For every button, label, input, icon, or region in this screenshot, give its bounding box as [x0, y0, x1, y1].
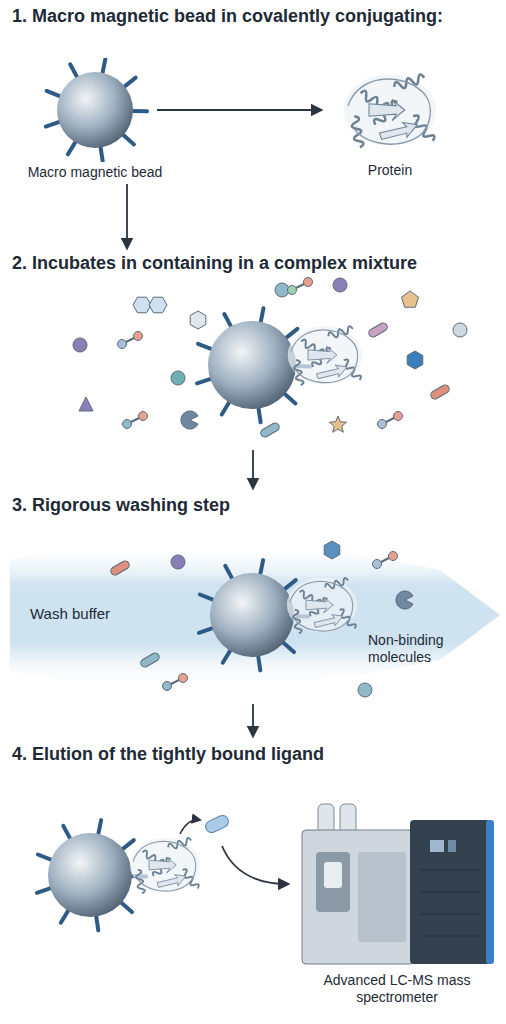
small-molecule — [109, 560, 130, 577]
bead-spike — [98, 820, 101, 836]
protein-structure — [130, 837, 200, 894]
flow-arrow — [252, 704, 254, 736]
callout-label: Non-binding molecules — [368, 632, 480, 666]
small-molecule — [358, 683, 372, 697]
wash-flow — [10, 542, 500, 688]
bead-spike — [224, 314, 232, 328]
magnetic-bead — [57, 72, 133, 148]
node-label: Macro magnetic bead — [20, 164, 170, 181]
bead-spike — [260, 308, 263, 324]
small-molecule — [123, 412, 148, 429]
bead-spike — [70, 64, 78, 78]
bead-spike — [100, 146, 102, 162]
bead-spike — [225, 566, 233, 580]
protein-structure — [288, 326, 363, 386]
small-molecule — [396, 591, 413, 609]
small-molecule — [378, 412, 403, 429]
component-node: Protein — [320, 60, 460, 179]
magnetic-bead — [208, 321, 296, 409]
small-molecule — [429, 384, 450, 401]
bead-spike — [121, 840, 134, 850]
small-molecule — [407, 351, 423, 369]
small-molecule — [79, 397, 93, 411]
step-heading: 3. Rigorous washing step — [12, 495, 498, 517]
mixture-scene — [73, 278, 467, 439]
connector-arrow — [157, 109, 321, 111]
small-molecule — [139, 652, 160, 669]
bead-spike — [258, 407, 260, 423]
wash-label: Wash buffer — [30, 605, 150, 623]
small-molecule — [324, 541, 340, 559]
small-molecule — [259, 422, 280, 439]
wash-scene — [10, 541, 500, 697]
node-label: Advanced LC-MS mass spectrometer — [292, 972, 502, 1006]
bead-spike — [223, 649, 231, 663]
mass-spectrometer — [302, 804, 494, 964]
small-molecule — [288, 278, 313, 295]
bead-spike — [283, 393, 295, 404]
elution-scene — [37, 813, 288, 930]
protein-structure — [344, 74, 436, 148]
step-heading: 1. Macro magnetic bead in covalently con… — [12, 6, 498, 28]
small-molecule — [171, 371, 185, 385]
small-molecule — [275, 283, 289, 297]
bead-spike — [120, 901, 132, 912]
bead-spike — [46, 121, 61, 126]
small-molecule — [367, 322, 388, 339]
bead-spike — [123, 78, 136, 88]
bead-spike — [198, 344, 213, 350]
bead-spike — [197, 378, 212, 383]
small-molecule — [73, 338, 87, 352]
node-shape — [35, 58, 155, 162]
transfer-arrow — [222, 846, 288, 884]
instrument-node: Advanced LC-MS mass spectrometer — [292, 800, 502, 1006]
magnetic-bead — [48, 833, 132, 917]
small-molecule — [190, 311, 206, 329]
protein-structure — [287, 577, 357, 634]
small-molecule — [329, 416, 346, 432]
bead-spike — [102, 59, 105, 75]
bead-spike — [258, 655, 260, 671]
small-molecule — [401, 291, 418, 307]
node-shape — [325, 60, 455, 160]
small-molecule — [163, 674, 188, 691]
small-molecule — [181, 411, 198, 429]
component-node: Macro magnetic bead — [20, 58, 170, 181]
bead-spike — [68, 141, 76, 155]
flow-arrow — [252, 450, 254, 488]
bead-spike — [282, 641, 294, 652]
small-molecule — [333, 278, 347, 292]
small-molecule — [453, 323, 467, 337]
bead-spike — [222, 401, 230, 415]
bead-spike — [38, 855, 53, 861]
bead-spike — [37, 888, 52, 893]
bead-spike — [96, 915, 98, 931]
release-arrow — [180, 820, 200, 834]
node-label: Protein — [320, 162, 460, 179]
eluted-ligand — [204, 813, 231, 834]
bead-spike — [200, 595, 215, 601]
bead-spike — [131, 109, 147, 113]
bead-spike — [260, 560, 263, 576]
magnetic-bead — [210, 573, 294, 657]
bead-spike — [47, 91, 62, 97]
bead-spike — [61, 909, 69, 923]
bead-spike — [63, 826, 71, 840]
bead-spike — [122, 134, 134, 145]
flow-arrow — [126, 184, 128, 248]
small-molecule — [118, 332, 143, 349]
step-heading: 2. Incubates in containing in a complex … — [12, 253, 498, 275]
small-molecule — [133, 297, 167, 313]
node-shape — [294, 800, 500, 968]
small-molecule — [171, 555, 185, 569]
bead-spike — [199, 628, 214, 633]
small-molecule — [373, 552, 398, 569]
bead-spike — [283, 580, 296, 590]
step-heading: 4. Elution of the tightly bound ligand — [12, 744, 498, 766]
